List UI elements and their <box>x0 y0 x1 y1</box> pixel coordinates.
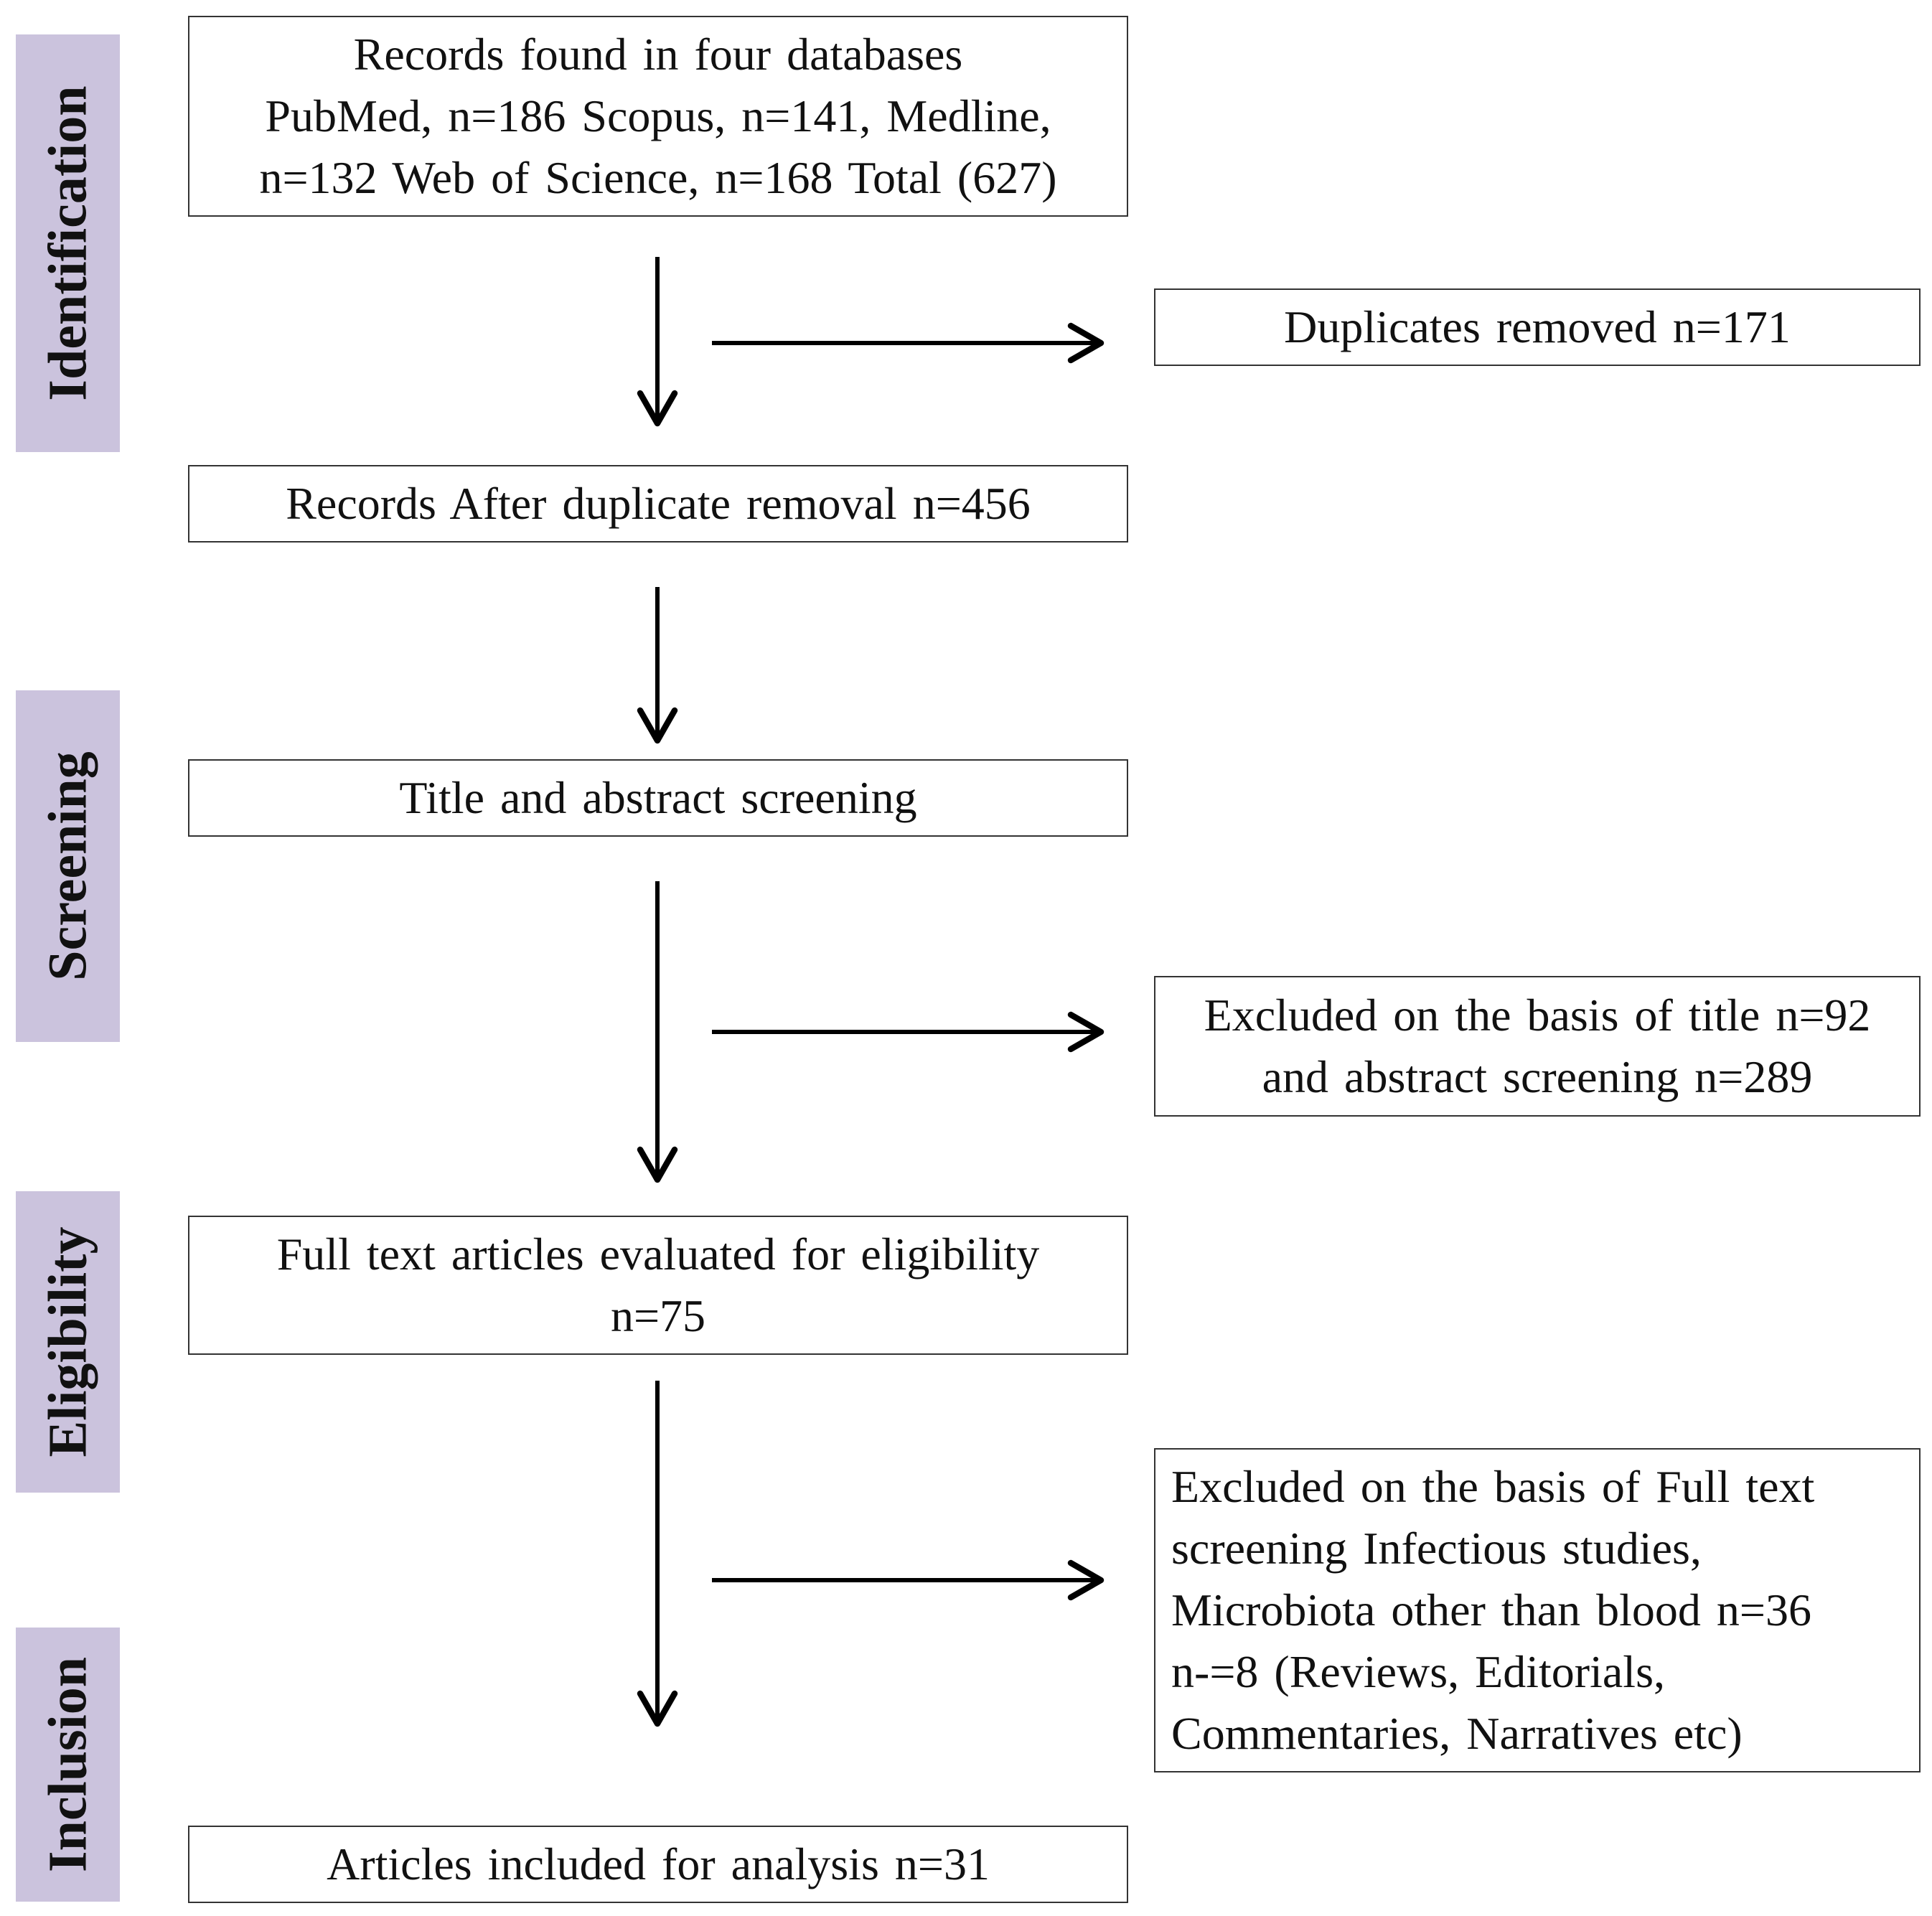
phase-bar-screening: Screening <box>16 690 120 1042</box>
phase-bar-eligibility: Eligibility <box>16 1191 120 1493</box>
excluded-title-abstract-text: Excluded on the basis of title n=92 and … <box>1204 990 1871 1102</box>
phase-bar-inclusion: Inclusion <box>16 1628 120 1902</box>
phase-label-identification: Identification <box>37 85 98 401</box>
after-duplicate-removal-box: Records After duplicate removal n=456 <box>188 465 1128 543</box>
phase-label-inclusion: Inclusion <box>37 1657 98 1872</box>
included-for-analysis-box: Articles included for analysis n=31 <box>188 1826 1128 1903</box>
records-found-box: Records found in four databases PubMed, … <box>188 16 1128 217</box>
records-found-text: Records found in four databases PubMed, … <box>259 29 1057 203</box>
included-for-analysis-text: Articles included for analysis n=31 <box>327 1838 990 1889</box>
excluded-full-text-text: Excluded on the basis of Full text scree… <box>1171 1461 1815 1759</box>
title-abstract-screening-box: Title and abstract screening <box>188 759 1128 837</box>
phase-label-screening: Screening <box>37 751 98 981</box>
full-text-eligibility-box: Full text articles evaluated for eligibi… <box>188 1216 1128 1355</box>
duplicates-removed-text: Duplicates removed n=171 <box>1284 301 1791 352</box>
phase-label-eligibility: Eligibility <box>37 1226 98 1457</box>
excluded-full-text-box: Excluded on the basis of Full text scree… <box>1154 1448 1921 1772</box>
duplicates-removed-box: Duplicates removed n=171 <box>1154 288 1921 366</box>
excluded-title-abstract-box: Excluded on the basis of title n=92 and … <box>1154 976 1921 1117</box>
phase-bar-identification: Identification <box>16 34 120 452</box>
full-text-eligibility-text: Full text articles evaluated for eligibi… <box>276 1229 1040 1341</box>
after-duplicate-removal-text: Records After duplicate removal n=456 <box>286 478 1031 529</box>
title-abstract-screening-text: Title and abstract screening <box>399 772 917 823</box>
